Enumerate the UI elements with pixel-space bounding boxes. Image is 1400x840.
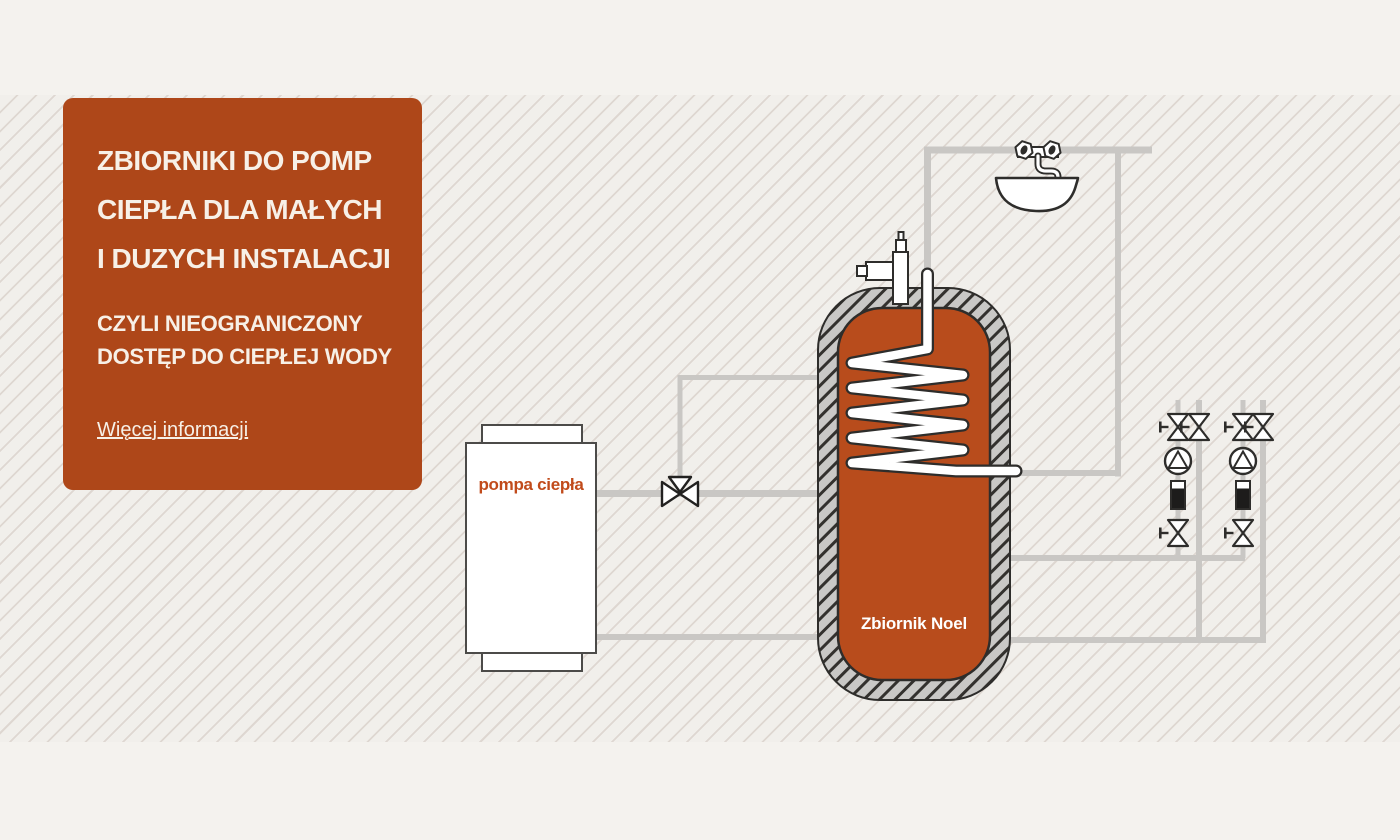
subheading-line-1: CZYLI NIEOGRANICZONY xyxy=(97,311,363,336)
filter-icon xyxy=(1235,480,1251,510)
washbasin-icon xyxy=(994,138,1080,213)
pipe-circuit1-return-branch xyxy=(1196,400,1202,640)
pipe-circuit1-supply-branch xyxy=(1175,400,1181,558)
three-way-valve-icon xyxy=(660,475,700,508)
pipe-valve-riser xyxy=(677,375,683,493)
pipe-circuit-supply xyxy=(990,555,1245,561)
shutoff-valve-icon xyxy=(1157,518,1190,548)
pipe-coil-inlet-drop xyxy=(924,146,931,277)
heat-pump-body xyxy=(465,442,597,654)
panel-heading: ZBIORNIKI DO POMP CIEPŁA DLA MAŁYCH I DU… xyxy=(97,136,396,283)
panel-subheading: CZYLI NIEOGRANICZONY DOSTĘP DO CIEPŁEJ W… xyxy=(97,307,396,373)
pipe-tank-top-feed xyxy=(677,375,831,380)
pipe-circuit2-supply-branch xyxy=(1240,400,1246,558)
circulation-pump-icon xyxy=(1228,446,1258,476)
heading-line-2: CIEPŁA DLA MAŁYCH xyxy=(97,194,382,225)
heading-line-3: I DUZYCH INSTALACJI xyxy=(97,243,391,274)
pipe-coil-outlet-link xyxy=(1010,470,1118,476)
more-info-link[interactable]: Więcej informacji xyxy=(97,419,249,441)
shutoff-valve-icon xyxy=(1222,518,1255,548)
tank-top-fitting-icon xyxy=(856,231,909,305)
basin-bowl xyxy=(994,176,1080,213)
promo-panel: ZBIORNIKI DO POMP CIEPŁA DLA MAŁYCH I DU… xyxy=(63,98,422,490)
circulation-pump-icon xyxy=(1163,446,1193,476)
filter-icon xyxy=(1170,480,1186,510)
pipe-circuit-return xyxy=(990,637,1266,643)
heat-exchanger-coil-icon xyxy=(845,267,1023,478)
heat-pump-unit xyxy=(465,424,597,672)
heading-line-1: ZBIORNIKI DO POMP xyxy=(97,145,372,176)
subheading-line-2: DOSTĘP DO CIEPŁEJ WODY xyxy=(97,344,392,369)
pipe-heatpump-supply xyxy=(590,490,830,497)
pipe-heatpump-return xyxy=(590,634,830,640)
pipe-circuit2-return-branch xyxy=(1260,400,1266,640)
tank-label: Zbiornik Noel xyxy=(860,614,968,633)
pipe-hot-water-riser xyxy=(1115,146,1121,477)
heat-pump-label: pompa ciepła xyxy=(478,475,584,494)
